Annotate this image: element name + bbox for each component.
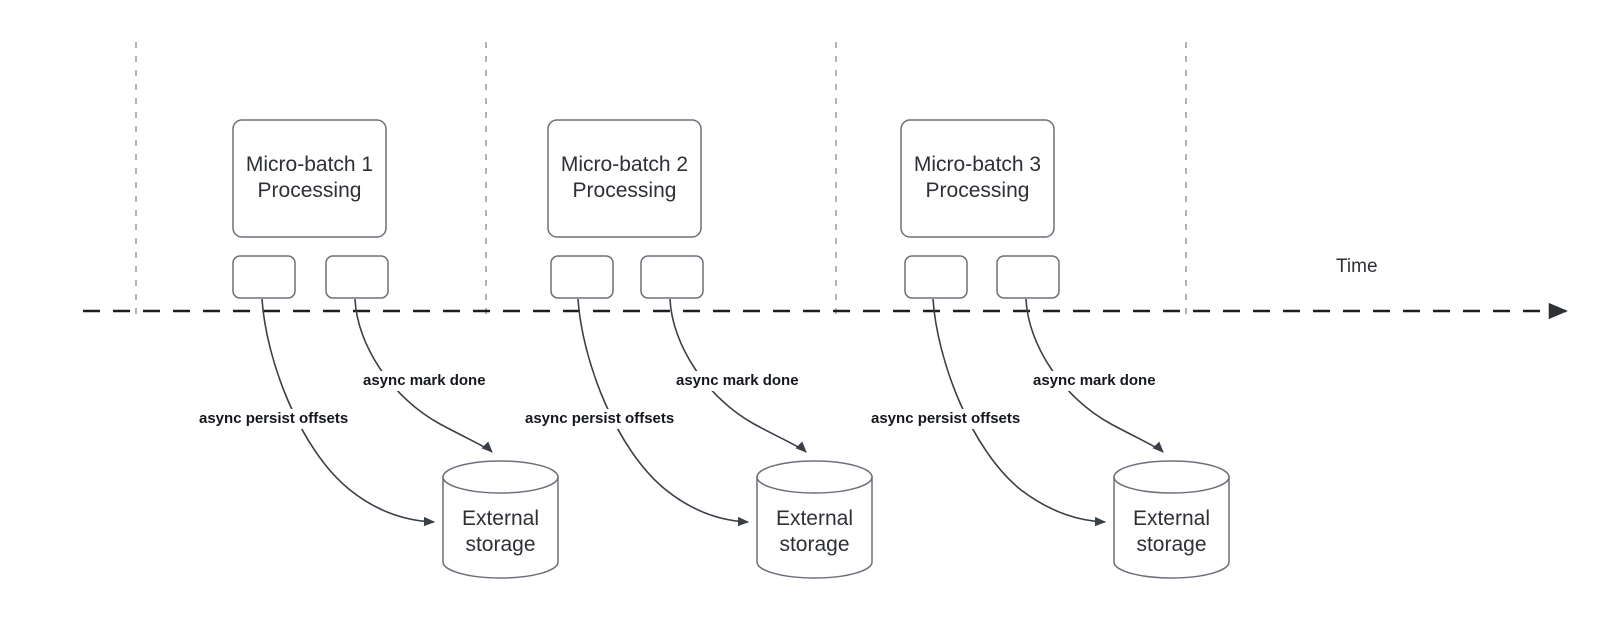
external-storage-3-cylinder[interactable] <box>1113 460 1230 579</box>
group-2-shapes <box>547 119 873 579</box>
task-box-3a[interactable] <box>904 255 968 299</box>
edge-label-mark-done-1: async mark done <box>360 371 489 391</box>
edge-label-mark-done-2: async mark done <box>673 371 802 391</box>
edge-mark-done-3 <box>1025 298 1164 453</box>
task-box-2a[interactable] <box>550 255 614 299</box>
timeline-axis-label: Time <box>1336 256 1378 277</box>
micro-batch-1-box[interactable] <box>232 119 387 238</box>
micro-batch-3-box[interactable] <box>900 119 1055 238</box>
edge-mark-done-2 <box>669 298 807 453</box>
edge-label-persist-offsets-3: async persist offsets <box>868 409 1024 429</box>
micro-batch-2-box[interactable] <box>547 119 702 238</box>
task-box-1a[interactable] <box>232 255 296 299</box>
edge-label-persist-offsets-2: async persist offsets <box>522 409 678 429</box>
group-3-shapes <box>900 119 1230 579</box>
edge-persist-offsets-3 <box>932 298 1107 527</box>
edge-persist-offsets-1 <box>261 298 436 527</box>
external-storage-1-cylinder[interactable] <box>442 460 559 579</box>
edge-label-mark-done-3: async mark done <box>1030 371 1159 391</box>
edge-mark-done-1 <box>354 298 493 453</box>
task-box-3b[interactable] <box>996 255 1060 299</box>
edge-label-persist-offsets-1: async persist offsets <box>196 409 352 429</box>
task-box-1b[interactable] <box>325 255 389 299</box>
task-box-2b[interactable] <box>640 255 704 299</box>
group-1-shapes <box>232 119 559 579</box>
edge-persist-offsets-2 <box>577 298 750 527</box>
external-storage-2-cylinder[interactable] <box>756 460 873 579</box>
separator-lines <box>135 42 1187 318</box>
